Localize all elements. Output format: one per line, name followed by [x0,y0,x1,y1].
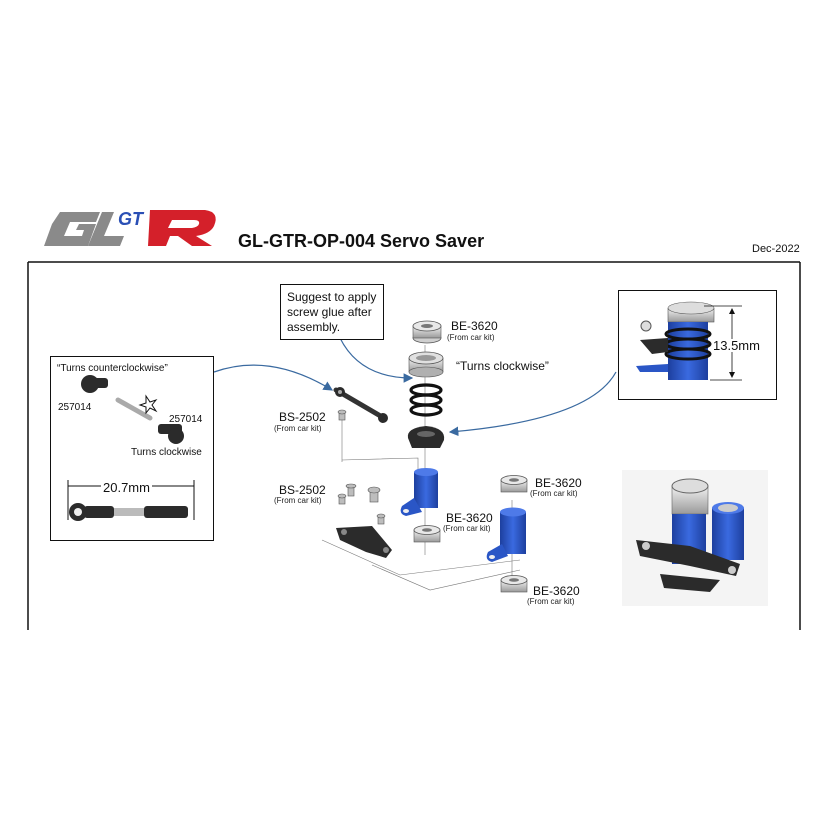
servo-saver-collar [407,426,445,448]
center-turnbuckle [333,387,388,423]
spring-cup [408,351,444,378]
label-be-mid-right: BE-3620 [535,476,582,490]
label-be-top-sub: (From car kit) [447,333,495,342]
bearing-right-bottom [500,575,528,593]
label-turns-clockwise: “Turns clockwise” [456,359,549,373]
blue-servo-saver [400,468,438,516]
length-dimension: 20.7mm [101,480,152,495]
part-number-left: 257014 [58,402,92,413]
bearing-center [413,525,441,543]
note-line-3: assembly. [287,320,341,334]
svg-text:GT: GT [118,209,145,229]
assembled-photo [622,470,768,606]
label-bs-lower-sub: (From car kit) [274,496,322,505]
inset-caption: “Turns counterclockwise” [57,363,168,374]
left-inset-graphics [67,375,195,521]
label-be-bottom: BE-3620 [533,584,580,598]
label-bs-lower: BS-2502 [279,483,326,497]
blue-horn-right [486,507,526,562]
spring [409,383,443,417]
label-be-center: BE-3620 [446,511,493,525]
note-line-1: Suggest to apply [287,290,377,304]
label-be-mid-right-sub: (From car kit) [530,489,578,498]
brand-logo: GT [44,209,216,246]
label-bs-upper: BS-2502 [279,410,326,424]
document-date: Dec-2022 [752,243,800,255]
bearing-top [412,320,442,344]
steering-arm [336,526,392,558]
document-title: GL-GTR-OP-004 Servo Saver [238,231,485,251]
bearing-right-top [500,475,528,493]
note-box: Suggest to apply screw glue after assemb… [280,284,384,340]
right-inset-graphics [636,301,742,381]
part-number-right: 257014 [169,414,203,425]
turns-clockwise-note: Turns clockwise [131,447,202,458]
height-dimension: 13.5mm [712,338,761,353]
note-line-2: screw glue after [287,305,372,319]
label-bs-upper-sub: (From car kit) [274,424,322,433]
label-be-top: BE-3620 [451,319,498,333]
screws [337,409,386,525]
right-inset: 13.5mm [618,290,777,400]
label-be-center-sub: (From car kit) [443,524,491,533]
left-inset: “Turns counterclockwise” 257014 257014 T… [50,356,214,541]
label-be-bottom-sub: (From car kit) [527,597,575,606]
